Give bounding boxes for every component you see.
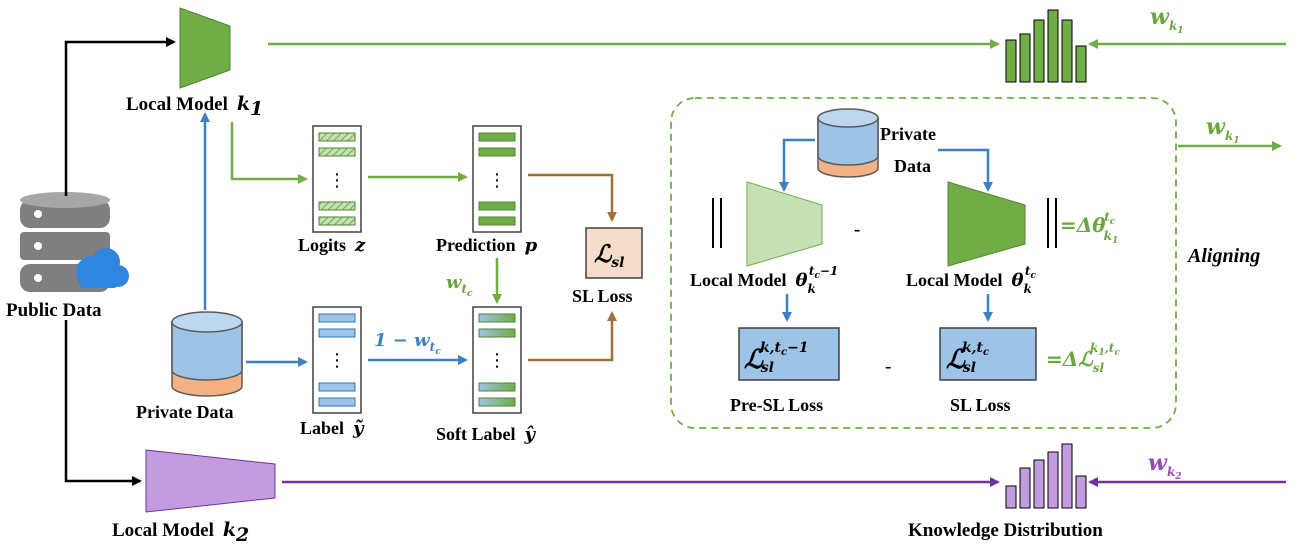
w-k1-mid-label: wk1 <box>1206 114 1240 146</box>
w-k2-label: wk2 <box>1148 450 1182 482</box>
histogram-k2-icon <box>1005 443 1087 509</box>
minus-sign-losses: - <box>885 356 891 377</box>
arrow-k1-to-logits <box>230 122 308 184</box>
arrow-inner-private-to-current <box>938 148 993 192</box>
local-model-current-shape <box>947 181 1026 267</box>
sl-loss-symbol: ℒsl <box>594 239 625 271</box>
local-model-prev-label: Local Model θktc−1 <box>690 264 838 296</box>
inner-private-data-icon <box>817 108 879 178</box>
knowledge-distribution-label: Knowledge Distribution <box>908 520 1103 541</box>
arrow-public-to-k2 <box>64 320 142 486</box>
cloud-icon <box>76 248 129 288</box>
arrow-softlabel-to-slloss <box>528 311 617 362</box>
soft-label-dots: ⋮ <box>488 350 506 371</box>
logits-label: Logits z <box>298 235 366 256</box>
logits-box: ⋮ <box>312 125 362 233</box>
label-dots: ⋮ <box>328 350 346 371</box>
sl-loss-label: SL Loss <box>572 286 633 306</box>
public-data-icon <box>20 192 129 292</box>
label-box: ⋮ <box>312 306 362 414</box>
local-model-k1-label: Local Model k1 <box>126 93 263 120</box>
pre-sl-loss-box <box>738 327 840 381</box>
prediction-label: Prediction p <box>436 235 538 256</box>
private-data-label: Private Data <box>136 402 233 422</box>
pre-sl-loss-symbol: ℒslk,tc−1 <box>744 340 809 376</box>
private-data-icon <box>171 311 243 397</box>
public-data-label: Public Data <box>6 300 102 321</box>
aligning-region <box>670 97 1177 429</box>
histogram-k1-icon <box>1005 9 1087 83</box>
soft-label-box: ⋮ <box>472 306 522 414</box>
prediction-box: ⋮ <box>472 125 522 233</box>
delta-theta-eq: =Δθk1tc <box>1060 210 1118 246</box>
local-model-k2-label: Local Model k2 <box>112 519 249 546</box>
local-model-prev-shape <box>746 181 823 267</box>
arrow-inner-private-to-prev <box>779 138 815 192</box>
aligning-label: Aligning <box>1186 245 1260 267</box>
prediction-dots: ⋮ <box>488 170 506 191</box>
sl-loss-inner-box <box>939 327 1037 381</box>
local-model-k2-shape <box>145 449 276 513</box>
delta-loss-eq: =Δℒslk1,tc <box>1046 341 1120 375</box>
label-label: Label ỹ <box>300 418 365 439</box>
inner-private-label-2: Data <box>894 156 931 176</box>
w-k1-top-label: wk1 <box>1150 4 1184 36</box>
sl-loss-box <box>585 227 643 279</box>
inner-private-label-1: Private <box>880 124 936 144</box>
minus-sign-models: - <box>854 219 860 240</box>
soft-label-label: Soft Label ŷ <box>436 424 537 445</box>
arrow-public-to-k1 <box>64 37 176 196</box>
one-minus-w-label: 1 − wtc <box>374 330 441 357</box>
logits-dots: ⋮ <box>328 170 346 191</box>
w-tc-label: wtc <box>446 272 473 299</box>
local-model-current-label: Local Model θktc <box>906 264 1036 296</box>
arrow-prediction-to-slloss <box>528 173 617 222</box>
pre-sl-loss-label: Pre-SL Loss <box>730 395 823 415</box>
sl-loss-inner-label: SL Loss <box>950 395 1011 415</box>
sl-loss-inner-symbol: ℒslk,tc <box>946 340 989 376</box>
local-model-k1-shape <box>179 7 231 89</box>
